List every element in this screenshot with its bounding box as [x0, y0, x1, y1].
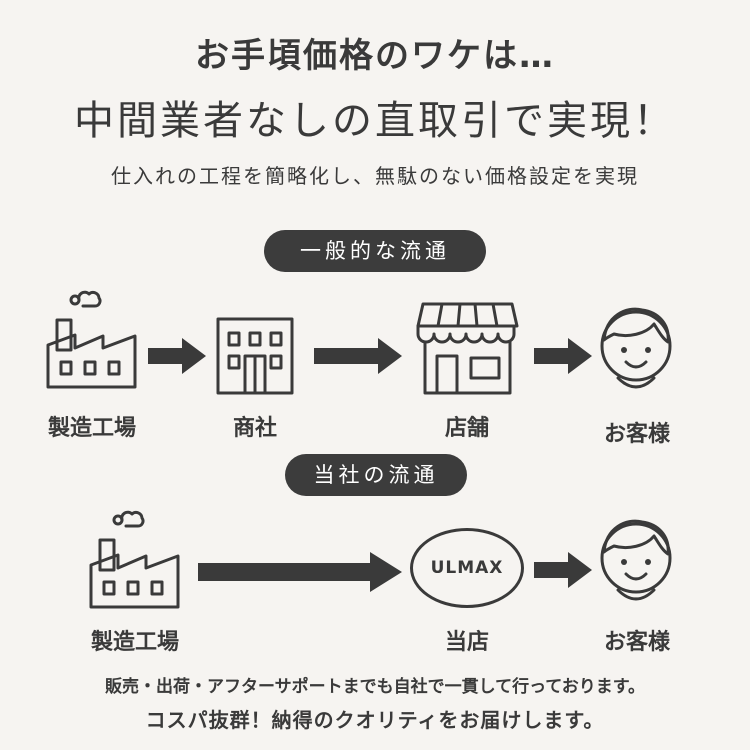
step-label-factory: 製造工場 — [90, 630, 179, 655]
arrow-right-icon — [534, 338, 592, 374]
main-title: 中間業者なしの直取引で実現！ — [74, 98, 676, 144]
subtitle: 仕入れの工程を簡略化し、無駄のない価格設定を実現 — [111, 164, 639, 188]
step-label-customer: お客様 — [603, 630, 670, 655]
arrow-right-icon — [198, 552, 402, 592]
step-label-customer: お客様 — [603, 422, 670, 447]
ulmax-logo-text: ULMAX — [430, 558, 504, 578]
step-label-factory: 製造工場 — [47, 416, 136, 441]
footer-note: 販売・出荷・アフターサポートまでも自社で一貫して行っております。 — [104, 677, 646, 697]
step-label-store: 店舗 — [444, 416, 489, 441]
step-label-trading-company: 商社 — [232, 416, 277, 441]
store-icon — [416, 302, 519, 395]
general-flow-heading: 一般的な流通 — [264, 230, 486, 272]
office-building-icon — [216, 317, 294, 395]
headline: お手頃価格のワケは… — [195, 36, 555, 76]
ulmax-logo-icon: ULMAX — [410, 528, 524, 608]
arrow-right-icon — [534, 552, 592, 588]
customer-face-icon — [600, 307, 672, 389]
footer-tagline: コスパ抜群！納得のクオリティをお届けします。 — [145, 708, 605, 732]
factory-icon — [89, 510, 180, 609]
our-flow-heading: 当社の流通 — [285, 454, 467, 496]
step-label-our-store: 当店 — [444, 630, 489, 655]
factory-icon — [46, 290, 137, 389]
arrow-right-icon — [148, 338, 206, 374]
arrow-right-icon — [314, 338, 402, 374]
customer-face-icon — [600, 519, 672, 601]
